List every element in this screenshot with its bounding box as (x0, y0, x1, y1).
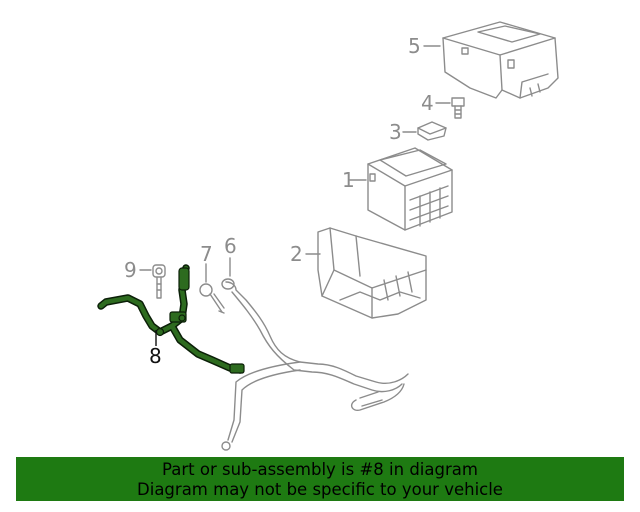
callout-6[interactable]: 6 (224, 234, 237, 258)
callout-7[interactable]: 7 (200, 242, 213, 266)
callout-2[interactable]: 2 (290, 242, 303, 266)
nut-part-9[interactable] (152, 264, 166, 299)
battery-part[interactable] (367, 147, 453, 231)
bolt-part-7[interactable] (199, 283, 225, 314)
callout-9[interactable]: 9 (124, 258, 137, 282)
positive-cable-harness-part[interactable] (97, 264, 245, 374)
callout-3[interactable]: 3 (389, 120, 402, 144)
parts-diagram (97, 21, 559, 451)
callout-4[interactable]: 4 (421, 91, 434, 115)
callout-1[interactable]: 1 (342, 168, 355, 192)
banner-line-part: Part or sub-assembly is #8 in diagram (162, 460, 478, 479)
clip-part[interactable] (417, 121, 447, 141)
bolt-part-4[interactable] (451, 97, 465, 119)
battery-cover-part[interactable] (442, 21, 559, 99)
part-info-banner: Part or sub-assembly is #8 in diagram Di… (16, 457, 624, 501)
callout-5[interactable]: 5 (408, 34, 421, 58)
negative-cable-part[interactable] (221, 278, 409, 451)
callout-8[interactable]: 8 (149, 344, 162, 368)
banner-line-disclaimer: Diagram may not be specific to your vehi… (137, 480, 503, 499)
battery-tray-part[interactable] (317, 227, 427, 319)
